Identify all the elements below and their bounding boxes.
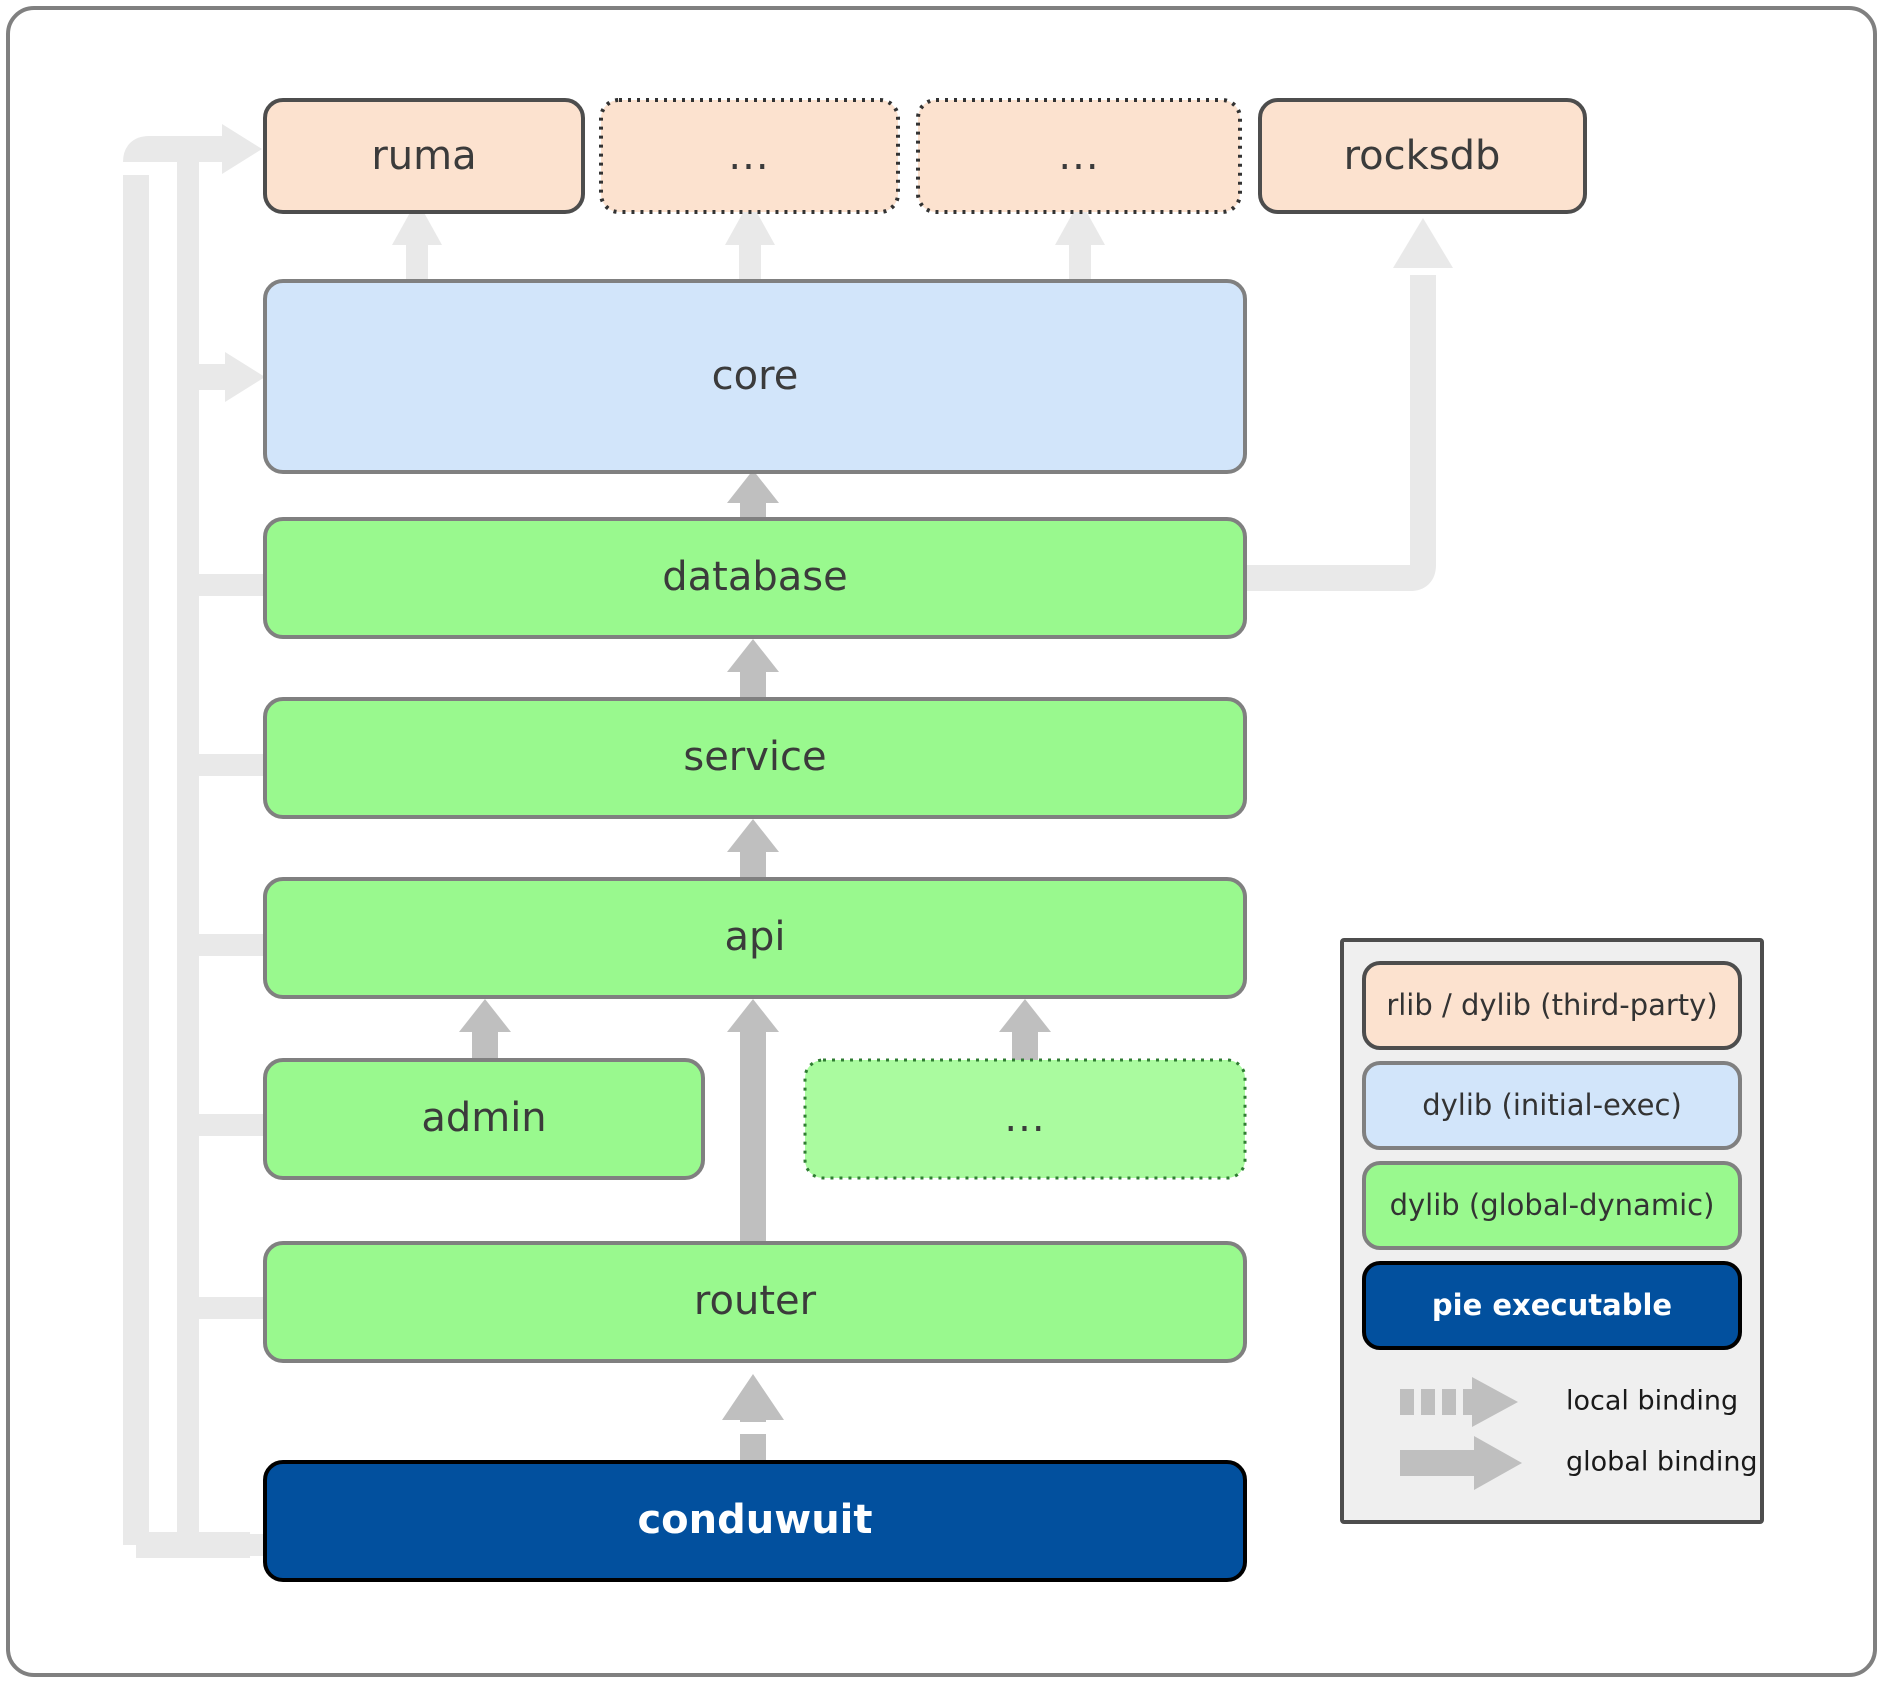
node-core-label: core [712, 353, 799, 399]
edge-core-to-ellipsis-2 [1055, 200, 1105, 282]
legend-arrow-global-binding: global binding [1400, 1436, 1758, 1490]
edge-router-to-api [727, 999, 779, 1244]
node-api[interactable]: api [263, 877, 1247, 999]
edge-admin-to-api [459, 999, 511, 1062]
edge-conduwuit-to-router-local [722, 1374, 784, 1462]
legend-arrow-global-binding-label: global binding [1566, 1447, 1758, 1478]
node-leaf-ellipsis-label: ... [1004, 1095, 1045, 1141]
legend-swatch-global-dynamic-label: dylib (global-dynamic) [1390, 1188, 1715, 1222]
node-admin-label: admin [421, 1095, 546, 1141]
left-trunk-bus [123, 124, 265, 1558]
node-top-ellipsis-1[interactable]: ... [599, 98, 900, 214]
legend-swatch-third-party: rlib / dylib (third-party) [1362, 961, 1742, 1050]
legend-arrow-local-binding-label: local binding [1566, 1386, 1738, 1417]
legend-swatch-pie-executable: pie executable [1362, 1261, 1742, 1350]
node-core[interactable]: core [263, 279, 1247, 474]
edge-service-to-database [727, 639, 779, 702]
node-conduwuit[interactable]: conduwuit [263, 1460, 1247, 1582]
legend-swatch-global-dynamic: dylib (global-dynamic) [1362, 1161, 1742, 1250]
node-top-ellipsis-1-label: ... [728, 133, 769, 179]
legend-panel: rlib / dylib (third-party) dylib (initia… [1340, 938, 1764, 1524]
edge-ellipsis-to-api [999, 999, 1051, 1062]
node-router[interactable]: router [263, 1241, 1247, 1363]
node-service[interactable]: service [263, 697, 1247, 819]
node-admin[interactable]: admin [263, 1058, 705, 1180]
node-router-label: router [694, 1278, 817, 1324]
edge-database-to-core [727, 470, 779, 522]
node-ruma-label: ruma [371, 133, 476, 179]
edge-database-to-rocksdb [1245, 218, 1453, 591]
node-database-label: database [662, 554, 847, 600]
legend-swatch-initial-exec-label: dylib (initial-exec) [1422, 1088, 1682, 1122]
node-top-ellipsis-2[interactable]: ... [916, 98, 1242, 214]
node-api-label: api [724, 914, 785, 960]
edge-core-to-ellipsis-1 [725, 200, 775, 282]
node-database[interactable]: database [263, 517, 1247, 639]
node-service-label: service [683, 734, 826, 780]
node-ruma[interactable]: ruma [263, 98, 585, 214]
legend-swatch-initial-exec: dylib (initial-exec) [1362, 1061, 1742, 1150]
node-conduwuit-label: conduwuit [637, 1497, 872, 1543]
legend-swatch-pie-executable-label: pie executable [1432, 1288, 1672, 1322]
node-top-ellipsis-2-label: ... [1058, 133, 1099, 179]
edge-core-to-ruma [392, 200, 442, 282]
node-rocksdb-label: rocksdb [1344, 133, 1501, 179]
edge-api-to-service [727, 819, 779, 882]
legend-arrow-local-binding: local binding [1400, 1377, 1738, 1427]
node-leaf-ellipsis[interactable]: ... [803, 1058, 1247, 1180]
node-rocksdb[interactable]: rocksdb [1258, 98, 1587, 214]
legend-swatch-third-party-label: rlib / dylib (third-party) [1386, 988, 1717, 1022]
